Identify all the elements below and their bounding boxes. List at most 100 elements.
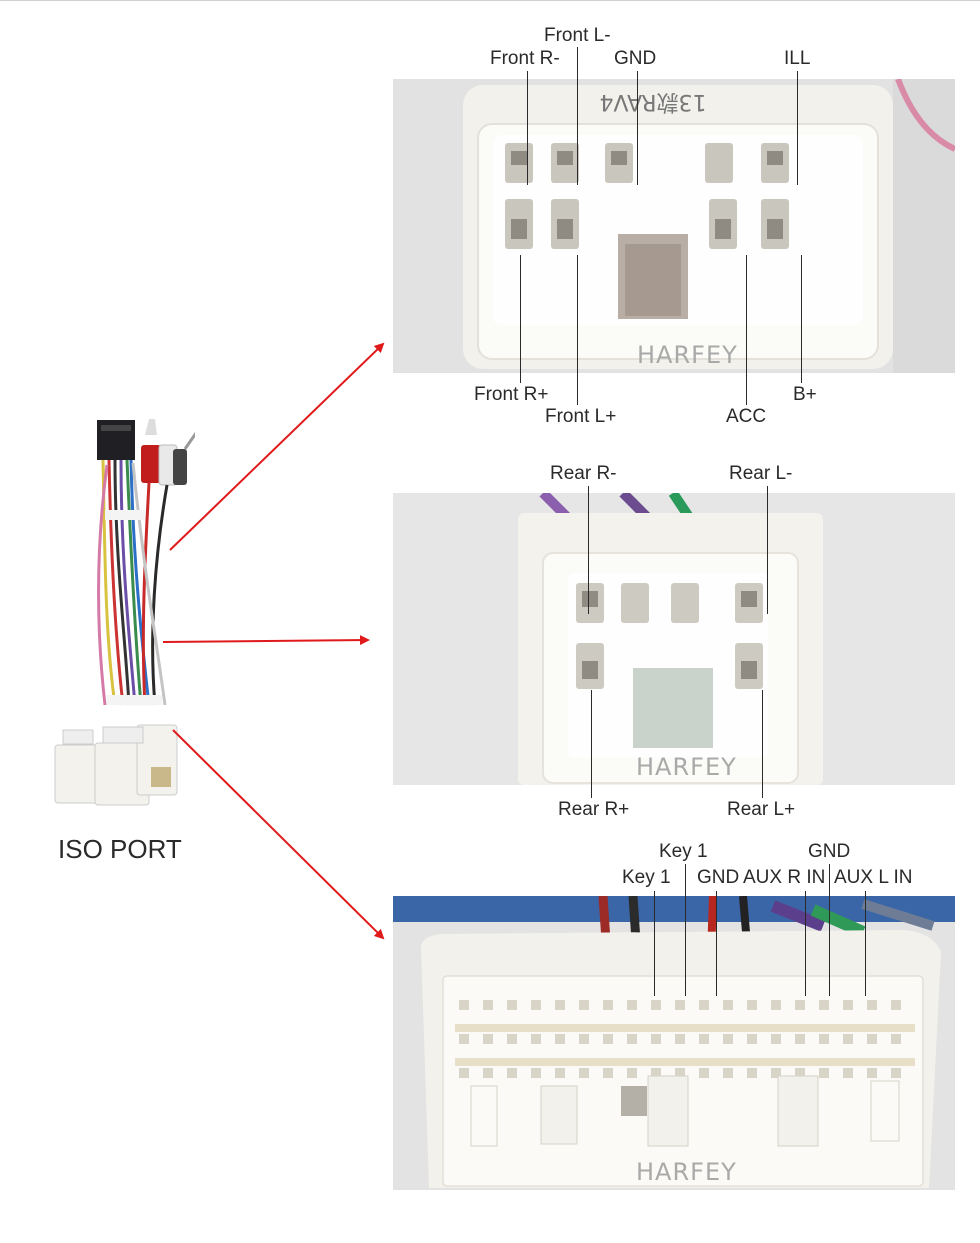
pin-hole (627, 1000, 637, 1010)
leader-line (577, 255, 578, 405)
pin-label-rear-l-plus: Rear L+ (727, 799, 796, 820)
pin-hole (507, 1000, 517, 1010)
pin-hole (651, 1068, 661, 1078)
pin-label-aux-r-in: AUX R IN (743, 867, 826, 888)
pin-hole (699, 1034, 709, 1044)
pin-hole (867, 1034, 877, 1044)
leader-line (637, 71, 638, 185)
leader-line (577, 47, 578, 185)
pin-hole (651, 1000, 661, 1010)
pin-hole (651, 1034, 661, 1044)
pin-hole (819, 1068, 829, 1078)
pin-hole (795, 1000, 805, 1010)
pin-label-rear-r-plus: Rear R+ (558, 799, 630, 820)
pin-hole (483, 1000, 493, 1010)
pin-hole (531, 1000, 541, 1010)
pin-hole (459, 1000, 469, 1010)
pin-hole (723, 1000, 733, 1010)
pin-hole (579, 1034, 589, 1044)
pin-hole (675, 1034, 685, 1044)
connector-front-photo: 13款RAV4 HARFEY (393, 79, 955, 373)
wiring-harness-icon (45, 405, 207, 820)
pin-hole (723, 1034, 733, 1044)
pin-hole (555, 1068, 565, 1078)
pin-hole (843, 1034, 853, 1044)
pin-label-rear-l-minus: Rear L- (729, 463, 793, 484)
pin-hole (699, 1000, 709, 1010)
pin-hole (819, 1034, 829, 1044)
leader-line (685, 864, 686, 996)
leader-line (716, 891, 717, 996)
pin-hole (747, 1000, 757, 1010)
arrow-to-aux-connector (172, 729, 385, 940)
pin-hole (675, 1000, 685, 1010)
pin-hole (843, 1000, 853, 1010)
pin-hole (531, 1034, 541, 1044)
leader-line (520, 255, 521, 383)
pin-label-aux-l-in: AUX L IN (834, 867, 913, 888)
leader-line (588, 486, 589, 614)
pin-hole (507, 1068, 517, 1078)
pin-hole (459, 1034, 469, 1044)
pin-hole (603, 1068, 613, 1078)
leader-line (805, 891, 806, 996)
iso-port-label: ISO PORT (58, 834, 182, 864)
leader-line (801, 255, 802, 383)
pin-hole (771, 1000, 781, 1010)
pin-label-key1-upper: Key 1 (659, 841, 708, 862)
svg-text:13款RAV4: 13款RAV4 (599, 89, 706, 114)
pin-label-b-plus: B+ (793, 384, 817, 405)
pin-hole (747, 1068, 757, 1078)
pin-hole (483, 1068, 493, 1078)
leader-line (865, 891, 866, 996)
pin-label-key1-lower: Key 1 (622, 867, 671, 888)
arrow-to-front-connector (169, 342, 385, 551)
pin-hole (867, 1068, 877, 1078)
pin-hole (867, 1000, 877, 1010)
pin-hole (531, 1068, 541, 1078)
pin-hole (507, 1034, 517, 1044)
pin-hole (771, 1068, 781, 1078)
leader-line (797, 71, 798, 185)
pin-hole (555, 1034, 565, 1044)
pin-hole (579, 1000, 589, 1010)
pin-hole (675, 1068, 685, 1078)
leader-line (762, 690, 763, 798)
pin-label-front-l-plus: Front L+ (545, 406, 617, 427)
pin-label-front-r-minus: Front R- (490, 48, 560, 69)
pin-label-front-r-plus: Front R+ (474, 384, 549, 405)
pin-label-acc: ACC (726, 406, 767, 427)
leader-line (829, 864, 830, 996)
leader-line (591, 690, 592, 798)
pin-hole (891, 1068, 901, 1078)
pin-hole (891, 1000, 901, 1010)
leader-line (746, 255, 747, 405)
pin-label-gnd-upper: GND (808, 841, 851, 862)
watermark: HARFEY (636, 1158, 737, 1186)
leader-line (767, 486, 768, 614)
pin-hole (819, 1000, 829, 1010)
connector-rear-photo: HARFEY (393, 493, 955, 785)
pin-hole (579, 1068, 589, 1078)
pin-label-gnd: GND (614, 48, 657, 69)
pin-hole (555, 1000, 565, 1010)
pin-hole (771, 1034, 781, 1044)
pin-hole (699, 1068, 709, 1078)
watermark: HARFEY (636, 753, 737, 781)
pin-hole (627, 1034, 637, 1044)
pin-hole (483, 1034, 493, 1044)
connector-aux-photo: HARFEY (393, 896, 955, 1190)
pin-hole (723, 1068, 733, 1078)
leader-line (654, 891, 655, 996)
pin-hole (891, 1034, 901, 1044)
pin-label-front-l-minus: Front L- (544, 25, 611, 46)
pin-label-rear-r-minus: Rear R- (550, 463, 617, 484)
pin-label-ill: ILL (784, 48, 811, 69)
pin-hole (627, 1068, 637, 1078)
pin-hole (795, 1034, 805, 1044)
top-divider (0, 0, 980, 1)
pin-hole (747, 1034, 757, 1044)
pin-hole (795, 1068, 805, 1078)
pin-hole (603, 1000, 613, 1010)
pin-hole (459, 1068, 469, 1078)
